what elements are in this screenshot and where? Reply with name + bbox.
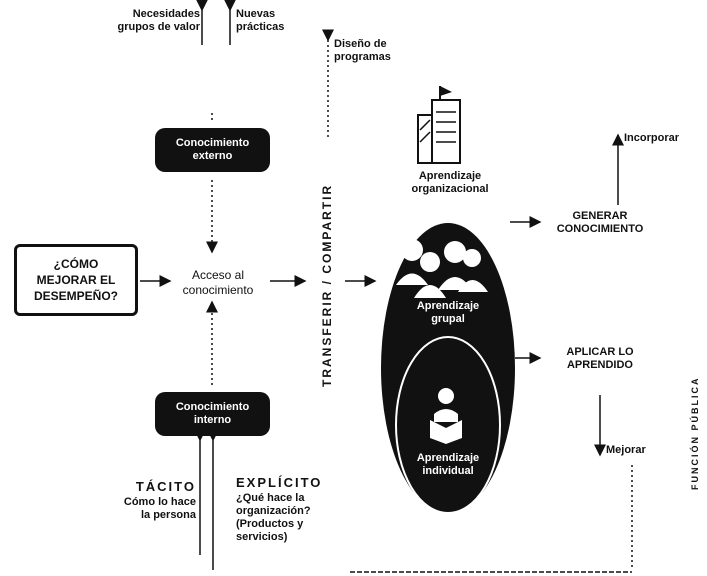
tacit-title: TÁCITO [135,479,196,494]
question-box: ¿CÓMO MEJORAR EL DESEMPEÑO? [14,244,138,316]
new-practices-label: Nuevas prácticas [236,8,285,33]
individual-ellipse [395,336,501,514]
transfer-share-label: TRANSFERIR / COMPARTIR [320,183,334,387]
internal-knowledge-node: Conocimiento interno [155,392,270,436]
external-knowledge-node: Conocimiento externo [155,128,270,172]
person-reading-icon [430,388,462,444]
building-icon [417,86,461,164]
explicit-description: ¿Qué hace la organización? (Productos y … [236,492,311,543]
needs-label: Necesidades grupos de valor [117,8,200,33]
access-knowledge-label: Acceso al conocimiento [182,268,254,297]
tacit-description: Cómo lo hace la persona [123,496,196,521]
explicit-title: EXPLÍCITO [236,475,323,490]
org-learning-label: Aprendizaje organizacional [411,170,489,195]
side-label: FUNCIÓN PÚBLICA [690,376,700,491]
improve-label: Mejorar [606,444,646,456]
incorporate-label: Incorporar [624,132,680,144]
generate-knowledge-label: GENERAR CONOCIMIENTO [556,210,644,235]
group-icon [396,239,488,298]
individual-learning-label: Aprendizaje individual [416,452,480,477]
group-learning-label: Aprendizaje grupal [416,300,480,325]
design-label: Diseño de programas [334,38,391,63]
apply-learning-label: APLICAR LO APRENDIDO [566,346,634,371]
